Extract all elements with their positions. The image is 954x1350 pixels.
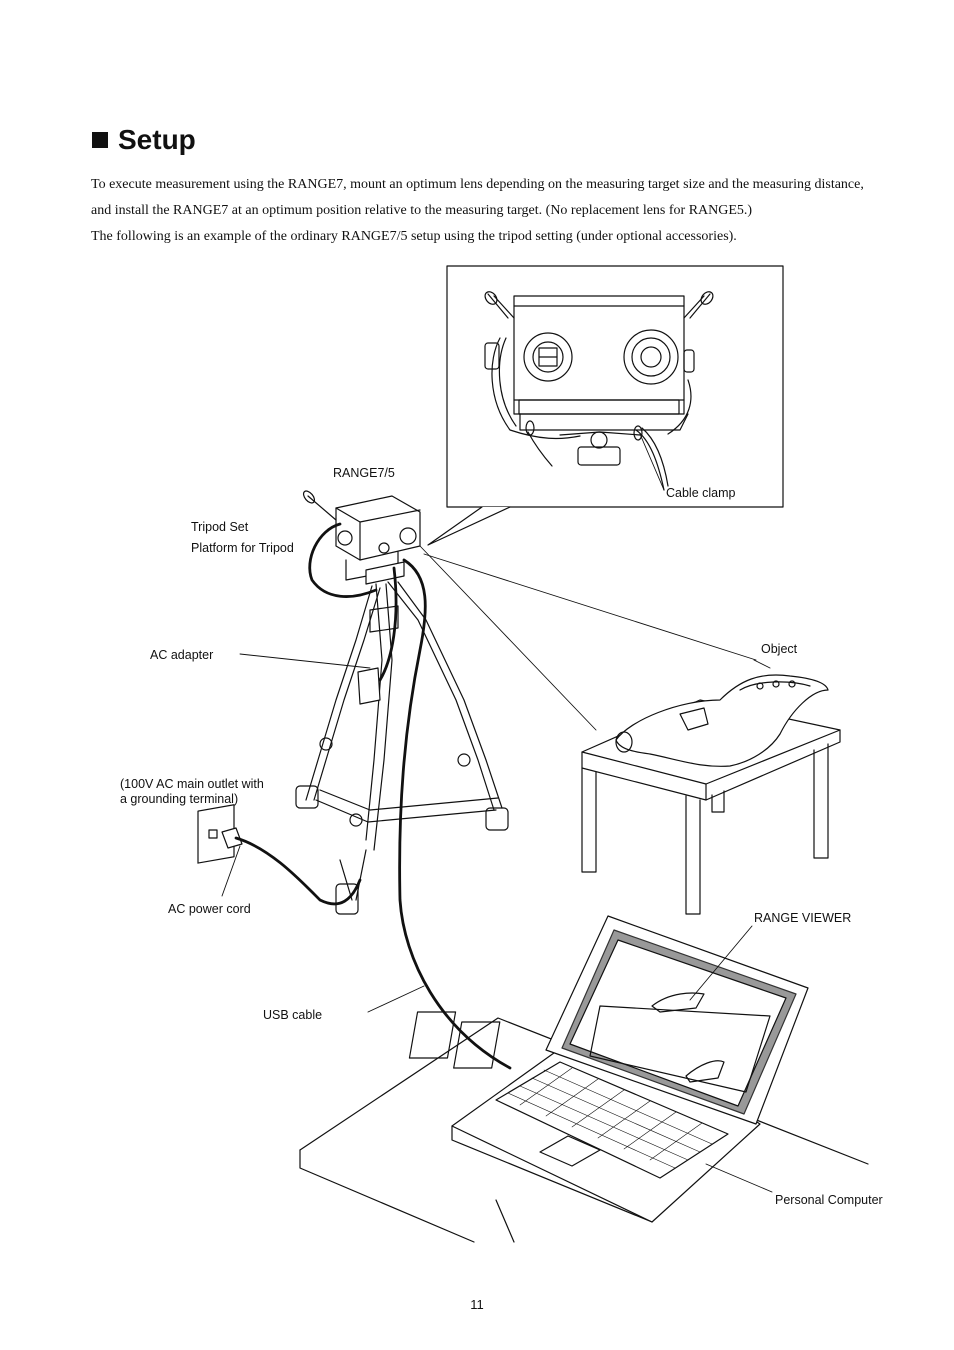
label-range: RANGE7/5 — [333, 466, 395, 480]
intro-paragraph-2: and install the RANGE7 at an optimum pos… — [91, 203, 753, 218]
heading-text: Setup — [118, 124, 196, 155]
label-ac-adapter: AC adapter — [150, 648, 214, 662]
cables — [234, 522, 512, 1070]
inset-callout-pointer — [427, 506, 511, 546]
label-personal-computer: Personal Computer — [775, 1193, 883, 1207]
label-cable-clamp: Cable clamp — [666, 486, 736, 500]
intro-paragraph-3: The following is an example of the ordin… — [91, 229, 737, 244]
label-outlet-line2: a grounding terminal) — [120, 792, 239, 806]
label-object: Object — [761, 642, 798, 656]
intro-paragraph-1: To execute measurement using the RANGE7,… — [91, 177, 864, 192]
page-number: 11 — [470, 1297, 484, 1312]
tripod — [295, 581, 509, 915]
detail-inset-frame — [446, 265, 784, 508]
leader-lines — [221, 433, 773, 1193]
laptop — [408, 915, 809, 1223]
label-range-viewer: RANGE VIEWER — [754, 911, 852, 925]
measurement-object — [615, 674, 829, 767]
tripod-platform — [365, 561, 405, 585]
range-scanner — [302, 490, 421, 581]
scanner-front-detail — [484, 291, 714, 491]
label-tripod-set: Tripod Set — [191, 520, 249, 534]
label-outlet-line1: (100V AC main outlet with — [120, 777, 264, 791]
label-ac-power-cord: AC power cord — [168, 902, 251, 916]
wall-outlet — [197, 804, 243, 864]
label-usb-cable: USB cable — [263, 1008, 323, 1022]
square-bullet-icon — [92, 132, 108, 148]
label-platform: Platform for Tripod — [191, 541, 294, 555]
section-heading: Setup — [92, 124, 196, 156]
